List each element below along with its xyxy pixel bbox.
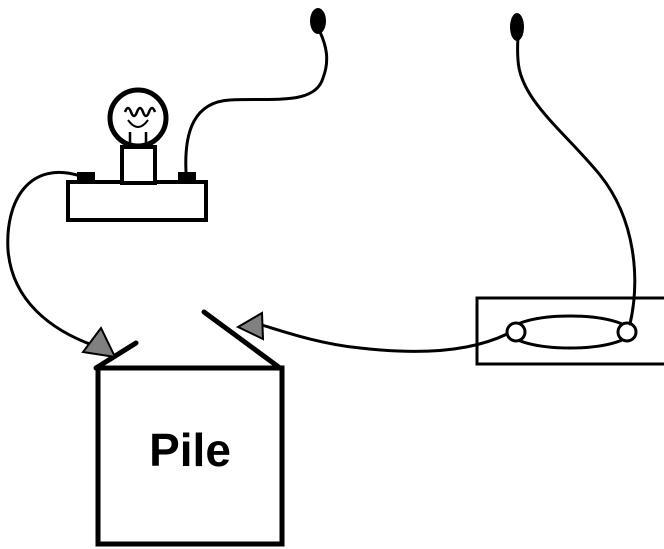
bulb-filament-loop bbox=[127, 119, 149, 128]
battery-body bbox=[95, 365, 285, 547]
probe-tip-left bbox=[310, 8, 326, 34]
bulb-holder-terminal-right bbox=[178, 172, 196, 184]
battery-label: Pile bbox=[149, 424, 231, 476]
contact-point-right bbox=[616, 321, 638, 343]
battery bbox=[93, 309, 285, 547]
bulb-glass bbox=[107, 87, 169, 149]
battery-terminal-right bbox=[201, 309, 283, 371]
arrow-head-left-terminal bbox=[81, 326, 117, 359]
wire-bulb-to-battery bbox=[6, 170, 97, 348]
light-bulb-icon bbox=[107, 87, 169, 185]
bulb-socket bbox=[120, 145, 157, 185]
wire-box-to-probe-right bbox=[516, 33, 637, 326]
bulb-holder-terminal-left bbox=[77, 172, 95, 184]
probe-tip-right bbox=[510, 13, 524, 41]
wire-box-to-battery bbox=[260, 323, 509, 353]
arrow-head-right-terminal bbox=[235, 311, 265, 341]
wire-bulb-to-probe-left bbox=[184, 30, 329, 174]
battery-terminal-left bbox=[93, 340, 139, 371]
bulb-holder-base bbox=[66, 180, 208, 222]
contact-point-left bbox=[505, 321, 527, 343]
bulb-filament bbox=[123, 106, 157, 146]
